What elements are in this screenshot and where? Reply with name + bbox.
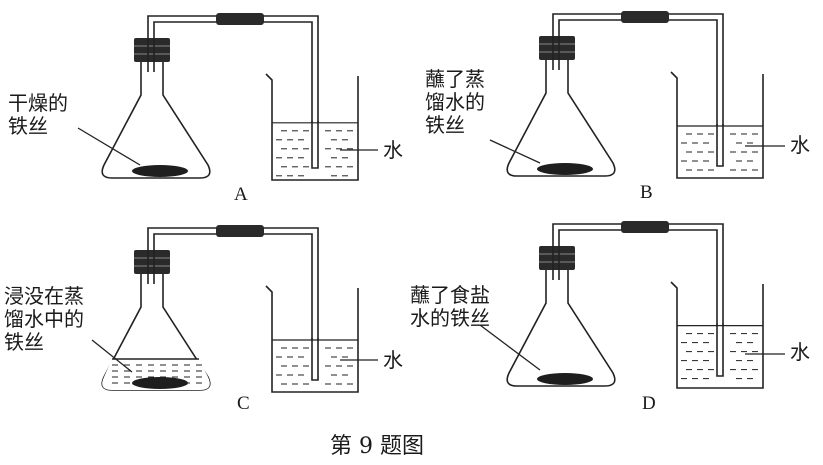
label-c: C [237,393,250,414]
rubber-connector [621,221,669,233]
apparatus-c [101,225,359,393]
label-d: D [642,393,656,414]
figure-caption: 第 9 题图 [330,434,424,459]
label-b: B [640,182,653,203]
wire-pointer-line [91,339,133,373]
wire-pointer-line [489,139,541,164]
rubber-stopper [134,38,170,62]
label-d-wire: 蘸了食盐 水的铁丝 [410,283,490,330]
wire-pointer-line [77,127,141,166]
beaker [265,285,359,393]
rubber-connector [216,13,264,25]
label-a: A [234,184,248,205]
rubber-stopper [539,36,575,60]
tube-in-water [717,326,723,377]
tube-in-water [717,127,723,167]
label-c-wire: 浸没在蒸 馏水中的 铁丝 [4,284,84,354]
apparatus-a [101,13,359,181]
wire-pointer-line [479,324,541,371]
beaker [265,73,359,181]
tube-end [311,120,319,169]
apparatus-d [506,221,764,389]
flask [506,56,616,177]
flask [506,266,616,387]
label-b-wire: 蘸了蒸 馏水的 铁丝 [425,67,485,137]
label-a-water: 水 [383,138,403,162]
label-d-water: 水 [790,340,810,364]
beaker [670,281,764,389]
iron-wire [537,163,593,175]
rubber-connector [216,225,264,237]
label-b-water: 水 [790,133,810,157]
apparatus-b [506,11,764,179]
tube-end [716,323,724,377]
iron-wire [132,377,188,389]
tube-in-water [312,341,318,381]
rubber-stopper [134,250,170,274]
rubber-stopper [539,246,575,270]
tube-end [716,124,724,167]
beaker [670,71,764,179]
label-c-water: 水 [383,348,403,372]
iron-wire [132,165,188,177]
label-a-wire: 干燥的 铁丝 [8,91,68,138]
flask [101,58,211,179]
tube-in-water [312,123,318,169]
tube-end [311,338,319,381]
iron-wire [537,373,593,385]
rubber-connector [621,11,669,23]
